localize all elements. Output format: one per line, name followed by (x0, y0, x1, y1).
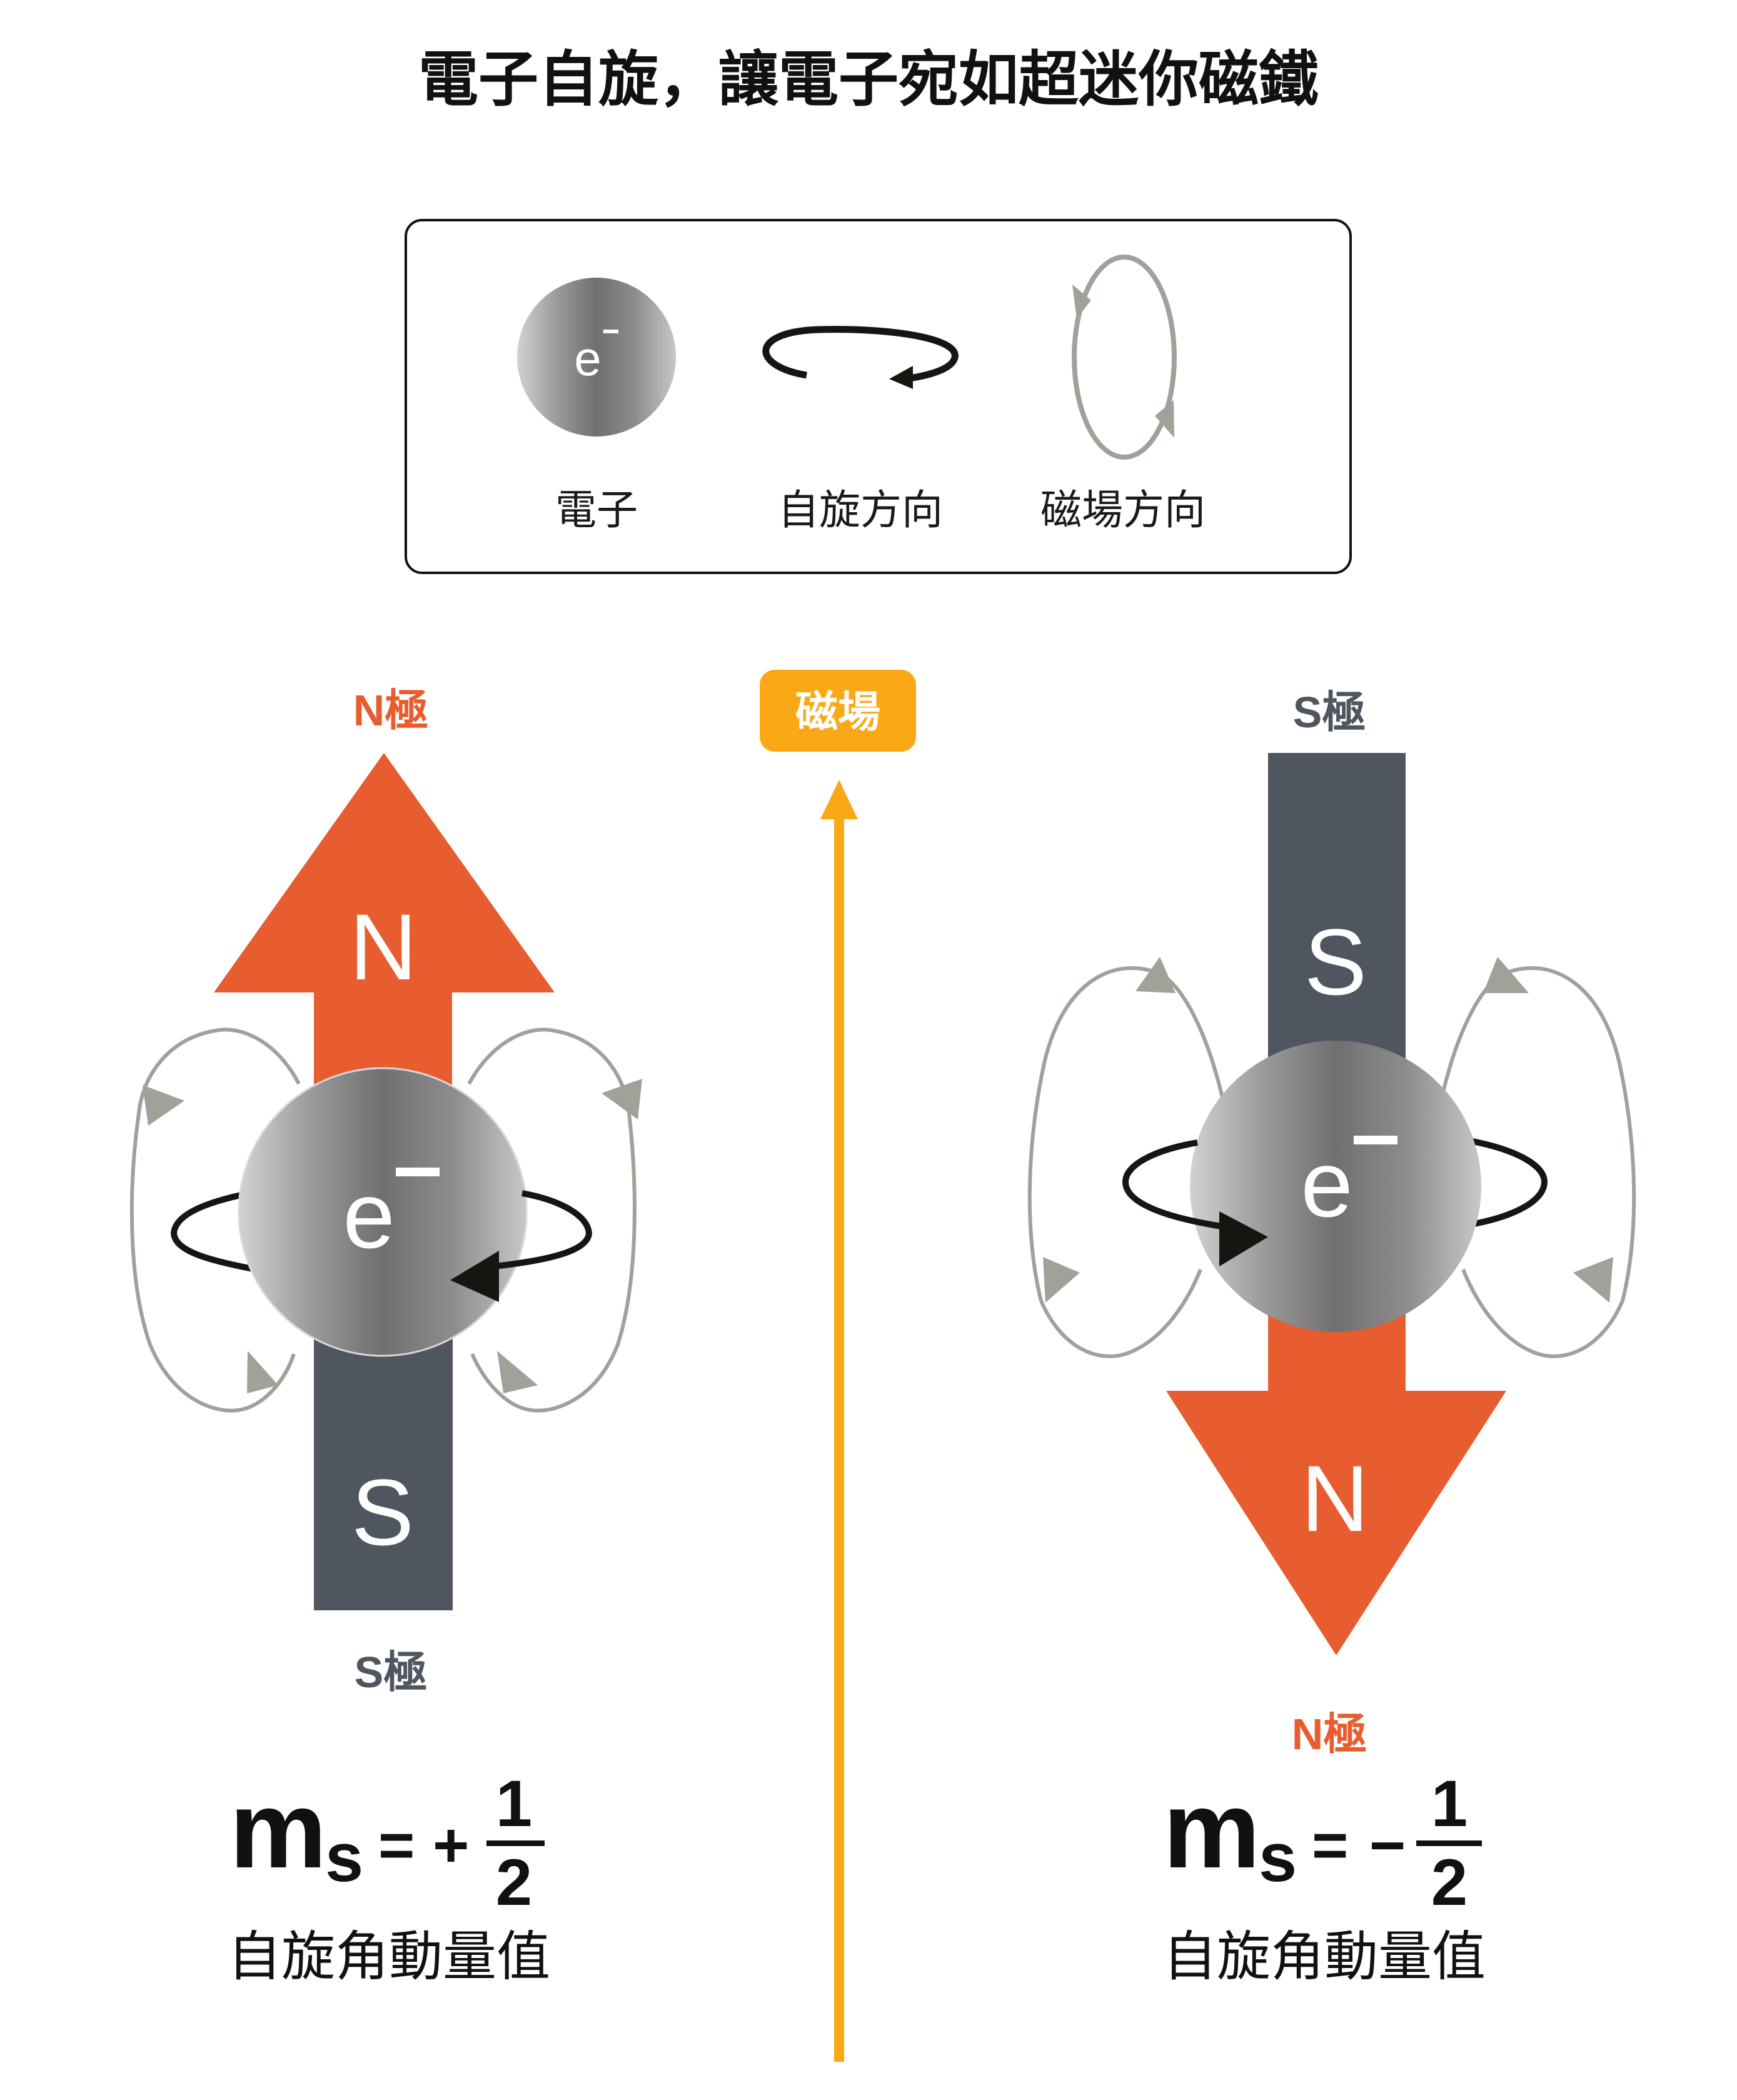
formula-var: m (229, 1769, 327, 1891)
electron-symbol: e (1301, 1131, 1352, 1236)
field-arrowhead-icon (497, 1351, 538, 1393)
legend-label-spin: 自旋方向 (778, 486, 943, 534)
panel-spin-up: N極 N S e S極 m s = + 1 (129, 686, 642, 1988)
bottom-pole-label: S極 (355, 1648, 428, 1697)
formula-sub: s (1259, 1819, 1297, 1896)
field-lines-icon (129, 1027, 637, 1413)
electron-sphere (1190, 1041, 1481, 1332)
field-arrowhead-icon (1043, 1257, 1080, 1303)
spin-formula: m s = − 1 2 (1163, 1767, 1482, 1919)
electron-sphere (238, 1067, 528, 1357)
caption: 自旋角動量值 (228, 1926, 550, 1988)
field-arrowhead-icon (143, 1085, 184, 1126)
south-bar (1268, 753, 1406, 1078)
legend: e 電子 自旋方向 磁場方向 (405, 219, 1352, 574)
bottom-pole-label: N極 (1292, 1710, 1367, 1759)
electron-symbol: e (343, 1163, 395, 1268)
electron-sphere-icon: e (517, 278, 676, 437)
external-magnetic-field: 磁場 (760, 670, 916, 2062)
spin-arrowhead-icon (1219, 1211, 1268, 1266)
south-letter: S (1304, 909, 1367, 1014)
spin-direction-arrow-icon (762, 326, 959, 389)
field-arrowhead-icon (602, 1079, 642, 1119)
formula-eq: = (378, 1810, 415, 1880)
field-arrowhead-icon (1135, 957, 1176, 993)
magnetic-field-loop-icon (1072, 255, 1177, 460)
field-arrowhead-icon (1483, 957, 1529, 993)
field-arrow-shaft (834, 816, 844, 2062)
electron-charge-bar (1354, 1136, 1397, 1144)
legend-label-electron: 電子 (555, 486, 638, 534)
formula-eq: = (1312, 1810, 1348, 1880)
formula-sign: + (433, 1810, 469, 1880)
panel-spin-down: S極 S N e N極 m s = − 1 (1027, 688, 1636, 1988)
north-letter: N (350, 894, 417, 999)
formula-sign: − (1369, 1810, 1406, 1880)
electron-charge-bar (396, 1168, 440, 1176)
north-letter: N (1301, 1446, 1369, 1551)
spin-formula: m s = + 1 2 (229, 1767, 545, 1919)
formula-var: m (1163, 1769, 1261, 1891)
page-title: 電子自旋，讓電子宛如超迷你磁鐵 (418, 44, 1319, 114)
svg-text:e: e (574, 331, 601, 386)
north-arrow-down (1166, 1295, 1506, 1655)
north-arrow-up (214, 753, 555, 1188)
south-letter: S (351, 1460, 414, 1565)
top-pole-label: N極 (353, 686, 429, 735)
field-arrowhead-icon (1573, 1257, 1613, 1303)
formula-numerator: 1 (496, 1767, 532, 1840)
field-arrow-head-icon (820, 780, 858, 819)
field-badge-label: 磁場 (795, 688, 880, 737)
spin-arrowhead-icon (450, 1251, 499, 1302)
formula-denominator: 2 (496, 1846, 532, 1919)
field-badge (760, 670, 916, 752)
formula-numerator: 1 (1431, 1767, 1468, 1840)
caption: 自旋角動量值 (1163, 1926, 1486, 1988)
field-arrowhead-icon (247, 1351, 278, 1393)
fraction-bar (1416, 1840, 1482, 1846)
fraction-bar (486, 1840, 545, 1846)
top-pole-label: S極 (1293, 688, 1366, 737)
formula-denominator: 2 (1431, 1846, 1468, 1919)
legend-label-field: 磁場方向 (1040, 486, 1206, 534)
formula-sub: s (325, 1819, 363, 1896)
